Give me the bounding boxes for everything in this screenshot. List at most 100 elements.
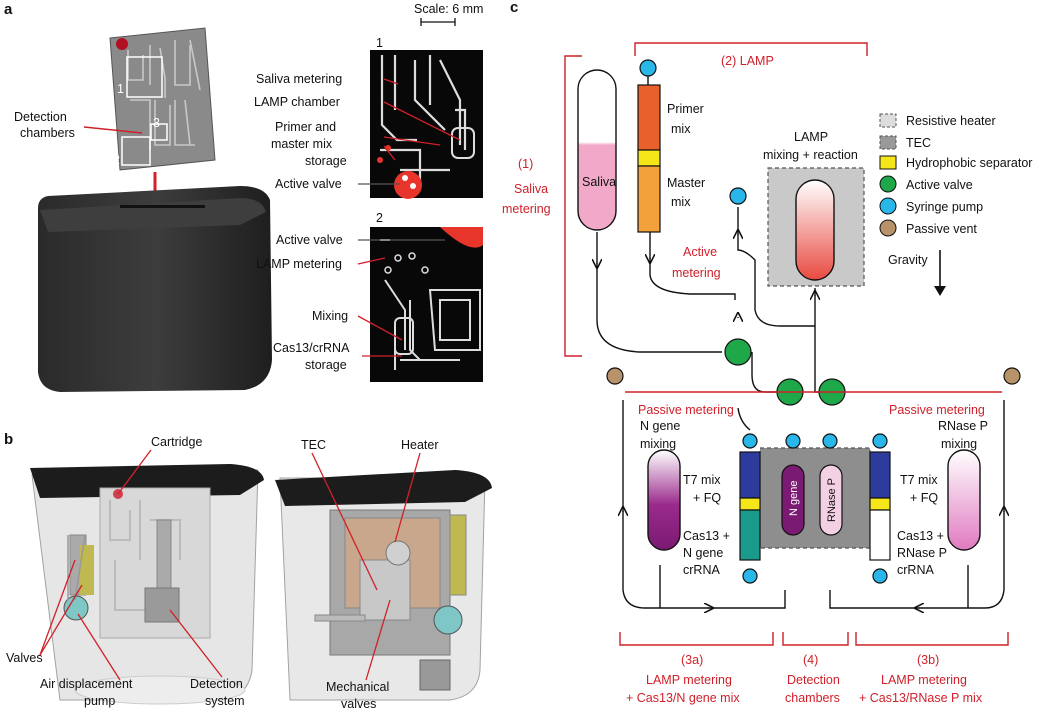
label-mech-valves-1: Mechanical <box>326 680 389 694</box>
lamp-reaction-label-2: mixing + reaction <box>763 148 858 162</box>
label-valves: Valves <box>6 651 43 665</box>
rnase-p-mixing-chamber <box>947 449 981 551</box>
active-valve-icon <box>724 338 752 366</box>
legend: Resistive heater TEC Hydrophobic separat… <box>879 113 1032 237</box>
label-heater: Heater <box>401 438 439 452</box>
n-gene-mixing-chamber <box>647 449 681 551</box>
cas13-n-3: crRNA <box>683 563 720 577</box>
saliva-bracket-label-2: Saliva <box>514 182 548 196</box>
master-mix-segment <box>637 165 661 233</box>
detection-chambers-label-2: chambers <box>20 126 75 140</box>
saliva-bracket-label-1: (1) <box>518 157 533 171</box>
inset2-number: 2 <box>376 211 383 225</box>
inset1-micrograph <box>370 50 483 199</box>
n-gene-detection-chamber <box>781 464 805 536</box>
label-mech-valves-2: valves <box>341 697 376 711</box>
detection-chambers-label-1: Detection <box>14 110 67 124</box>
lamp-chamber <box>795 179 835 281</box>
active-metering-label-2: metering <box>672 266 721 280</box>
label-cas13-1: Cas13/crRNA <box>273 341 350 355</box>
passive-vent-icon <box>606 367 624 385</box>
syringe-pump-icon <box>872 568 888 584</box>
legend-passive-vent: Passive vent <box>906 222 977 236</box>
master-mix-label-2: mix <box>671 195 691 209</box>
saliva-bracket-label-3: metering <box>502 202 551 216</box>
inset1-number: 1 <box>376 36 383 50</box>
instrument-cutaway-right <box>275 470 492 701</box>
scale-label: Scale: 6 mm <box>414 2 483 16</box>
cas13-r-3: crRNA <box>897 563 934 577</box>
bracket-3a-label-1: (3a) <box>681 653 703 667</box>
panel-label-b: b <box>4 431 13 448</box>
cas13-r-1: Cas13 + <box>897 529 944 543</box>
active-metering-label-1: Active <box>683 245 717 259</box>
lamp-bracket <box>634 42 868 56</box>
syringe-pump-icon <box>742 568 758 584</box>
t7-right-2: + FQ <box>910 491 938 505</box>
legend-tec: TEC <box>906 136 931 150</box>
rnase-mixing-2: mixing <box>941 437 977 451</box>
label-detection-system-2: system <box>205 694 245 708</box>
rnase-p-detection-chamber <box>819 464 843 536</box>
bracket-3b <box>855 632 1009 646</box>
lamp-reaction-label-1: LAMP <box>794 130 828 144</box>
n-gene-mixing-1: N gene <box>640 419 680 433</box>
cas13-r-2: RNase P <box>897 546 947 560</box>
master-mix-label-1: Master <box>667 176 705 190</box>
saliva-label: Saliva <box>582 175 616 189</box>
n-gene-chamber-label: N gene <box>788 481 800 516</box>
label-tec: TEC <box>301 438 326 452</box>
syringe-pump-icon <box>872 433 888 449</box>
tec-detection-zone <box>759 447 871 549</box>
label-detection-system-1: Detection <box>190 677 243 691</box>
gravity-label: Gravity <box>888 253 928 267</box>
t7-left-2: + FQ <box>693 491 721 505</box>
chip-box-2 <box>121 136 151 166</box>
saliva-bracket <box>564 55 582 357</box>
bracket-3b-label-1: (3b) <box>917 653 939 667</box>
bracket-3b-label-3: + Cas13/RNase P mix <box>859 691 983 705</box>
lamp-bracket-label: (2) LAMP <box>721 54 774 68</box>
label-primer-1: Primer and <box>275 120 336 134</box>
passive-metering-right: Passive metering <box>889 403 985 417</box>
bracket-4-label-1: (4) <box>803 653 818 667</box>
detection-pointer <box>83 126 143 134</box>
label-active-valve-2: Active valve <box>276 233 343 247</box>
chip-red-dot <box>116 38 128 50</box>
legend-hydrophobic: Hydrophobic separator <box>906 156 1032 170</box>
label-mixing: Mixing <box>312 309 348 323</box>
legend-resistive-heater: Resistive heater <box>906 114 996 128</box>
label-saliva-metering: Saliva metering <box>256 72 342 86</box>
syringe-pump-icon <box>742 433 758 449</box>
bracket-4 <box>782 632 849 646</box>
n-gene-mixing-2: mixing <box>640 437 676 451</box>
cas13-n-2: N gene <box>683 546 723 560</box>
label-lamp-metering: LAMP metering <box>256 257 342 271</box>
bracket-3a <box>619 632 774 646</box>
label-primer-3: storage <box>305 154 347 168</box>
panel-label-a: a <box>4 1 13 18</box>
syringe-pump-icon <box>785 433 801 449</box>
bracket-3a-label-3: + Cas13/N gene mix <box>626 691 740 705</box>
label-primer-2: master mix <box>271 137 333 151</box>
passive-vent-icon <box>1003 367 1021 385</box>
label-lamp-chamber: LAMP chamber <box>254 95 340 109</box>
primer-mix-label-1: Primer <box>667 102 704 116</box>
t7-left-1: T7 mix <box>683 473 721 487</box>
label-air-pump-1: Air displacement <box>40 677 133 691</box>
box-label-3: 3 <box>153 116 160 130</box>
cartridge-chip-illustration <box>109 27 216 171</box>
t7-right-1: T7 mix <box>900 473 938 487</box>
inset2-micrograph <box>370 227 483 382</box>
chip-box-1 <box>126 56 163 98</box>
bracket-4-label-2: Detection <box>787 673 840 687</box>
bracket-3a-label-2: LAMP metering <box>646 673 732 687</box>
instrument-cutaway-left <box>30 464 264 705</box>
rnase-p-chamber-label: RNase P <box>826 478 838 522</box>
chip-box-3 <box>150 123 168 141</box>
bracket-3b-label-2: LAMP metering <box>881 673 967 687</box>
syringe-pump-icon <box>822 433 838 449</box>
rnase-mixing-1: RNase P <box>938 419 988 433</box>
primer-mix-label-2: mix <box>671 122 691 136</box>
